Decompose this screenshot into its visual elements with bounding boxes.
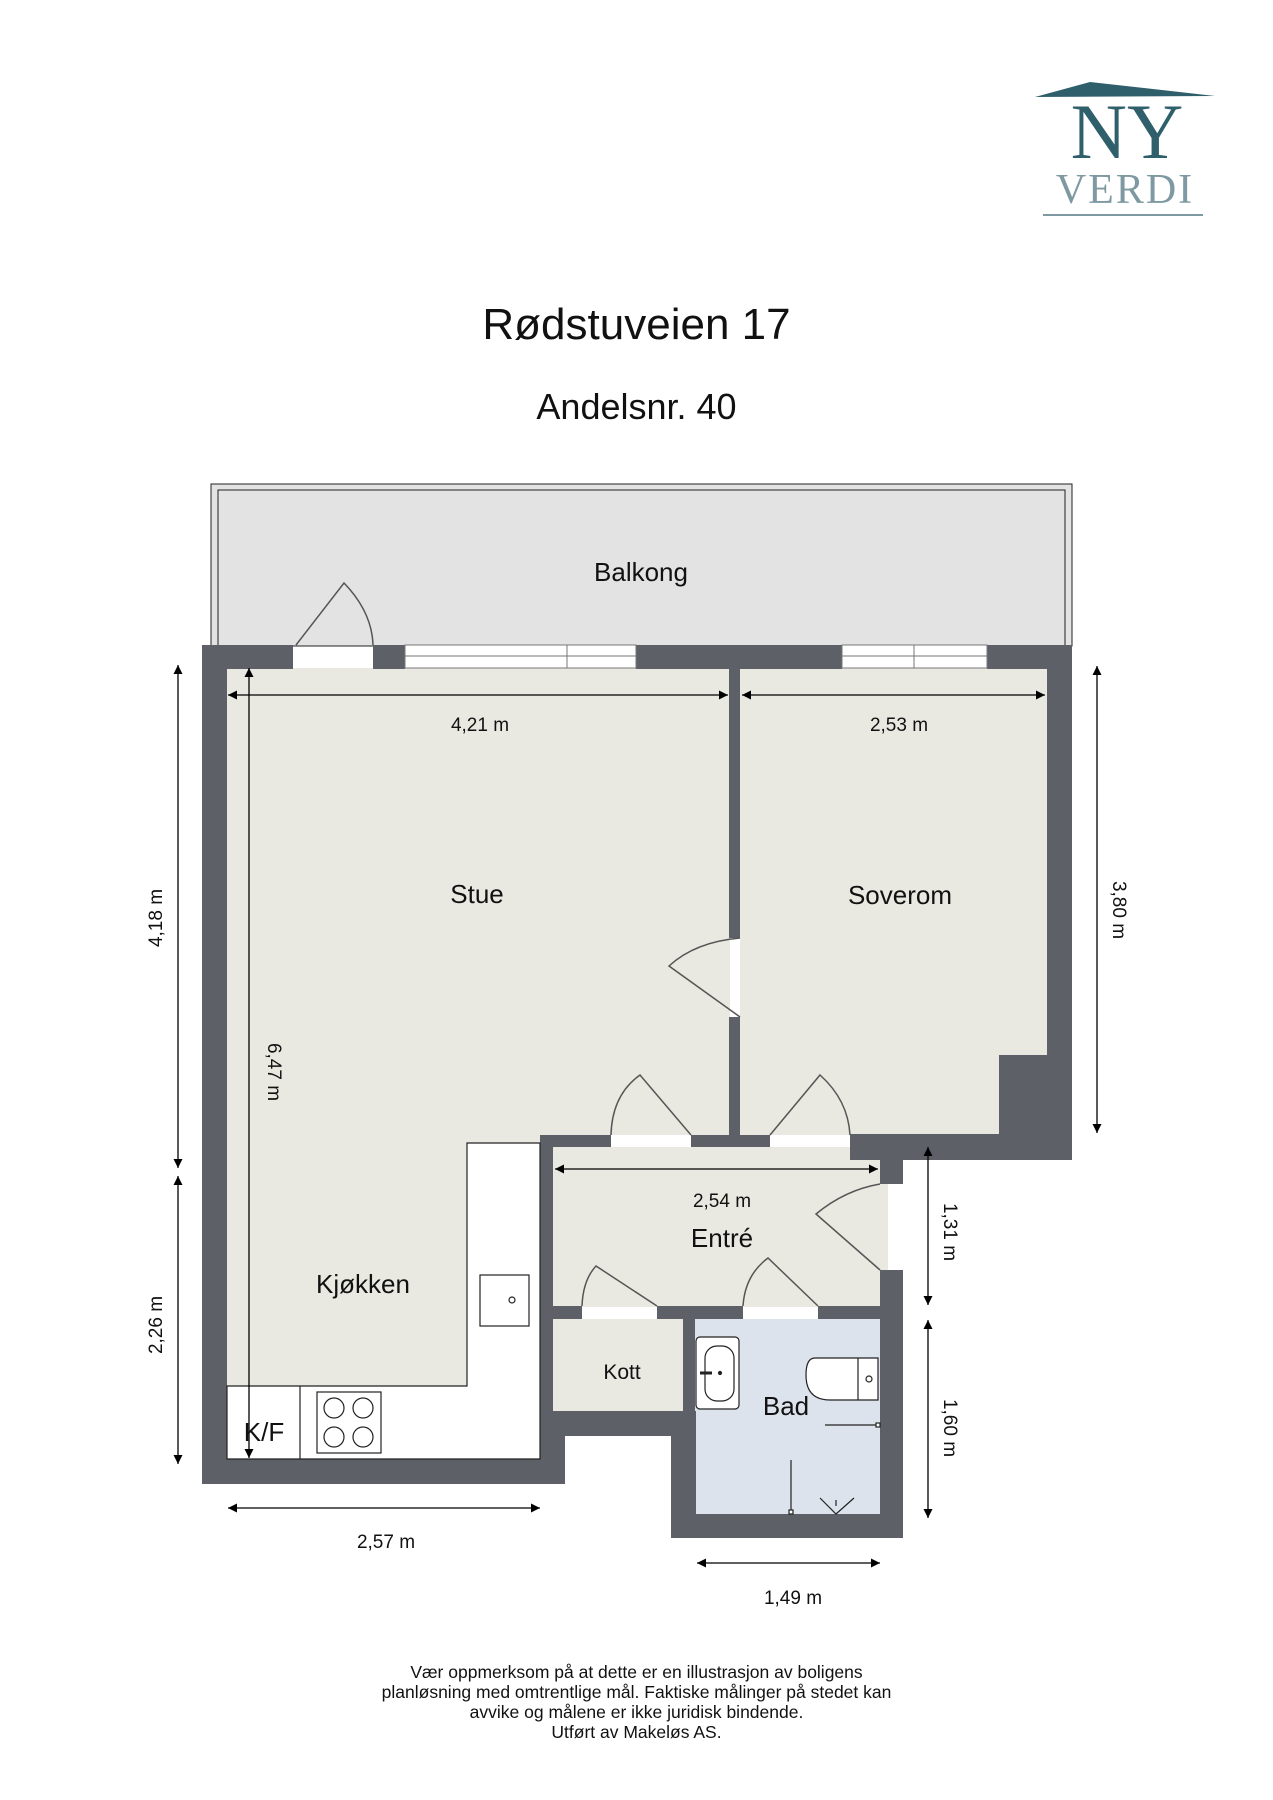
kitchen-counter xyxy=(226,1142,541,1460)
logo-text-verdi: VERDI xyxy=(1056,167,1194,213)
windows xyxy=(404,644,988,669)
dim-entre-width: 2,54 m xyxy=(693,1191,751,1212)
dim-stue-height: 4,18 m xyxy=(146,889,167,947)
floor-drain-icon xyxy=(819,1497,855,1515)
label-fridge-freezer: K/F xyxy=(244,1417,284,1447)
logo-text-ny: NY xyxy=(1071,88,1184,175)
dim-total-height: 6,47 m xyxy=(263,1043,284,1101)
page-title: Rødstuveien 17 xyxy=(482,300,791,349)
dim-entre-height: 1,31 m xyxy=(939,1203,960,1261)
front-door[interactable] xyxy=(814,1183,881,1271)
dim-kjokken-width: 2,57 m xyxy=(357,1532,415,1553)
soverom-side-door[interactable] xyxy=(667,937,741,1018)
room-label-soverom: Soverom xyxy=(848,880,952,910)
soverom-door[interactable] xyxy=(769,1073,851,1136)
room-label-stue: Stue xyxy=(450,879,504,909)
disclaimer-line: Utført av Makeløs AS. xyxy=(551,1722,722,1742)
logo-roof-icon: NY VERDI xyxy=(1035,82,1215,216)
room-label-bad: Bad xyxy=(763,1391,809,1421)
dim-soverom-width: 2,53 m xyxy=(870,715,928,736)
sink-icon xyxy=(479,1274,530,1327)
room-label-entre: Entré xyxy=(691,1223,753,1253)
disclaimer-line: planløsning med omtrentlige mål. Faktisk… xyxy=(381,1682,892,1702)
walls xyxy=(202,645,1072,1538)
dim-bad-height: 1,60 m xyxy=(939,1399,960,1457)
dim-kjokken-height: 2,26 m xyxy=(146,1296,167,1354)
toilet-icon xyxy=(805,1357,879,1401)
dimension-lines xyxy=(173,665,1102,1568)
stue-door[interactable] xyxy=(610,1073,692,1136)
dim-soverom-height: 3,80 m xyxy=(1108,881,1129,939)
disclaimer: Vær oppmerksom på at dette er en illustr… xyxy=(0,1662,1273,1742)
balcony xyxy=(210,483,1073,647)
bathroom-fixtures xyxy=(695,1336,881,1515)
doors xyxy=(295,581,881,1307)
kott-door[interactable] xyxy=(581,1265,658,1307)
page-subtitle: Andelsnr. 40 xyxy=(536,386,737,427)
bad-door[interactable] xyxy=(742,1257,819,1307)
room-label-kott: Kott xyxy=(603,1361,641,1384)
dim-bad-width: 1,49 m xyxy=(764,1588,822,1609)
room-label-kjokken: Kjøkken xyxy=(316,1269,410,1299)
dim-stue-width: 4,21 m xyxy=(451,715,509,736)
disclaimer-line: avvike og målene er ikke juridisk binden… xyxy=(469,1702,804,1722)
room-label-balkong: Balkong xyxy=(594,557,688,587)
balcony-door[interactable] xyxy=(295,581,374,646)
ny-verdi-logo: NY VERDI xyxy=(1035,80,1220,225)
disclaimer-line: Vær oppmerksom på at dette er en illustr… xyxy=(410,1662,863,1682)
